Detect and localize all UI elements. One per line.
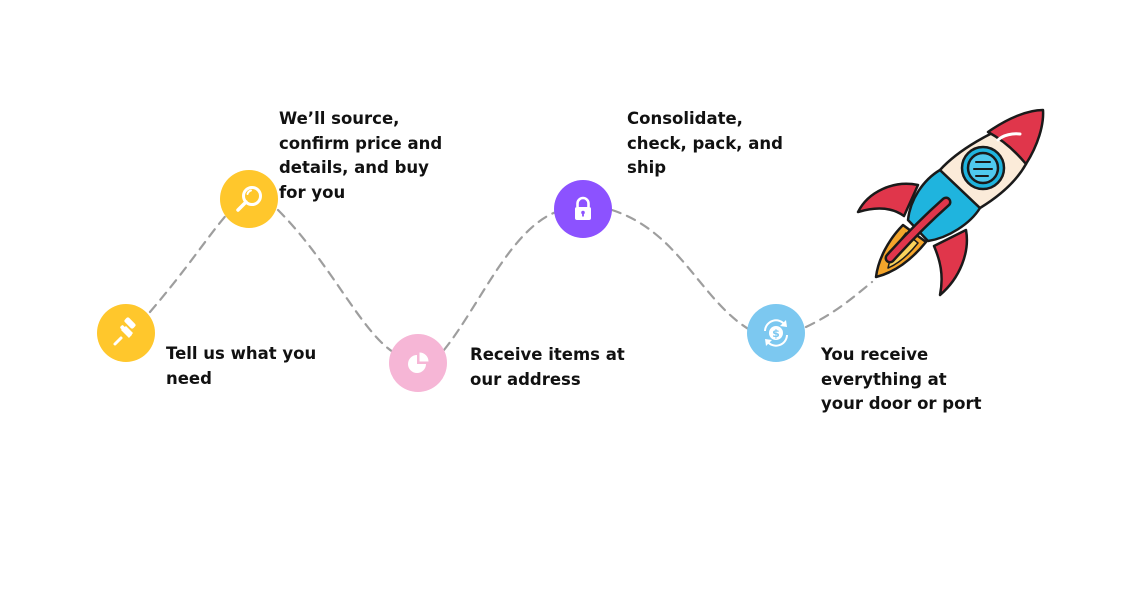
dollar-cycle-icon: $ (764, 319, 788, 347)
pie-chart-icon (408, 352, 429, 373)
padlock-icon (575, 196, 591, 220)
step-1-node (97, 304, 155, 362)
magnifier-icon (236, 186, 262, 212)
step-4-node (554, 180, 612, 238)
svg-text:$: $ (772, 327, 780, 340)
step-5-node: $ (747, 304, 805, 362)
rocket-icon (856, 108, 1045, 297)
step-5-label: You receive everything at your door or p… (821, 345, 982, 413)
step-3-label: Receive items at our address (470, 345, 625, 389)
step-1-label: Tell us what you need (166, 344, 317, 388)
step-3-node (389, 334, 447, 392)
step-2-label: We’ll source, confirm price and details,… (279, 109, 443, 202)
step-2-node (220, 170, 278, 228)
step-4-label: Consolidate, check, pack, and ship (627, 109, 783, 177)
pushpin-icon (113, 317, 136, 346)
